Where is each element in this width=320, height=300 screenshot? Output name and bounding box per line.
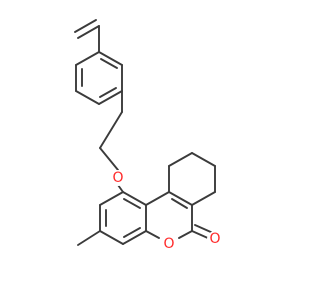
aromatic-ring-bond (122, 230, 147, 245)
vinyl-double-bond-a (74, 19, 97, 33)
benzyl-ring-bond (75, 51, 100, 66)
ether-oxygen-label: O (112, 170, 123, 186)
cyclohexene-ring-bond (191, 191, 216, 206)
benzyloxy-linker (99, 90, 124, 193)
cyclohexene-ring-bond (191, 152, 216, 167)
cyclohexene-ring (168, 152, 216, 206)
ring-oxygen-label: O (163, 236, 174, 252)
pyranone-ring-bond (145, 230, 160, 239)
aromatic-ring-inner-bond (123, 198, 141, 209)
pyranone-ring-bond (168, 191, 193, 206)
ring-oxygen-background (161, 236, 177, 252)
aromatic-ring-bond (122, 191, 147, 206)
carbonyl-group (191, 224, 214, 240)
aromatic-ring-bond (99, 191, 124, 206)
benzyl-ring-bond (98, 90, 123, 105)
cyclohexene-ring-bond (168, 152, 193, 167)
ch2-ch2-bond (99, 111, 123, 149)
pyranone-ring-bond (178, 230, 193, 239)
benzyl-ring-inner-bond (99, 87, 117, 98)
ch2-oxygen-bond (99, 147, 119, 171)
vinyl-double-bond-b (77, 25, 100, 39)
oxygen-aryl-bond (117, 184, 124, 193)
vinyl-group (74, 19, 100, 53)
carbonyl-oxygen-background (207, 231, 223, 247)
methyl-bond (77, 230, 101, 246)
pyranone-ring-bond (145, 191, 170, 206)
carbonyl-oxygen-label: O (209, 231, 220, 247)
aromatic-ring-inner-bond (123, 227, 141, 238)
benzyl-ring (75, 51, 123, 105)
chemical-structure-diagram: O O O (74, 19, 223, 252)
pyranone-inner-bond (171, 198, 188, 209)
benzyl-ring-bond (75, 90, 100, 105)
benzyl-ring-bond (98, 51, 123, 66)
carbonyl-double-bond-b (194, 224, 214, 234)
benzyl-ring-inner-bond (100, 58, 118, 69)
methyl-group (77, 230, 101, 246)
structure-canvas: O O O (74, 19, 223, 252)
carbonyl-double-bond-a (191, 230, 211, 240)
pyranone-ring (145, 191, 193, 239)
atom-labels: O O O (110, 170, 223, 252)
aromatic-ring-bond (99, 230, 124, 245)
coumarin-aromatic-ring (99, 191, 147, 245)
ether-oxygen-background (110, 170, 126, 186)
